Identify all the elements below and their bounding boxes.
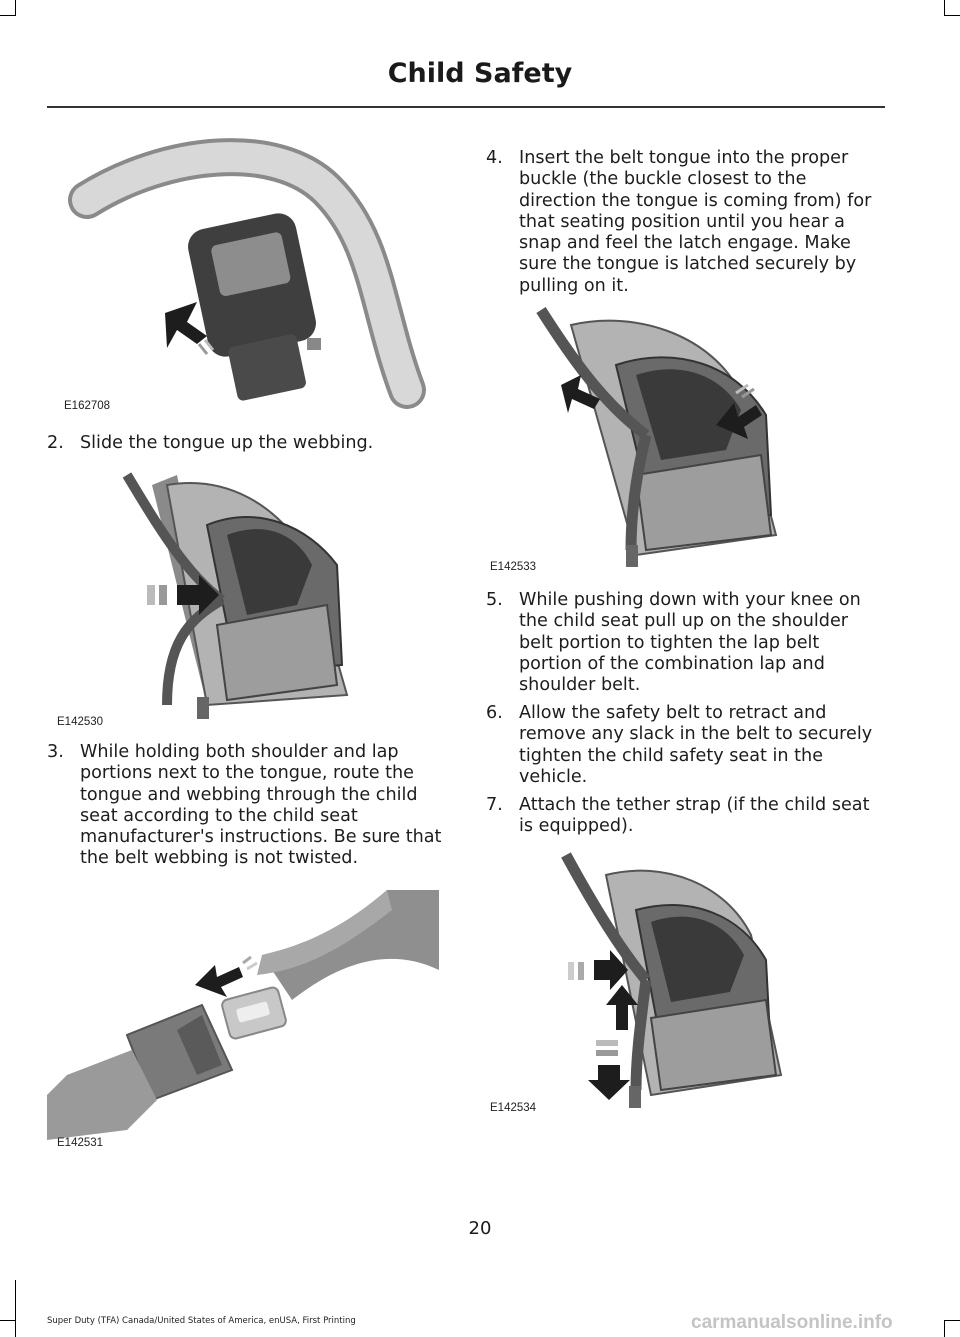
- child-seat-buckle-illustration: [536, 307, 778, 567]
- crop-mark: [944, 1320, 960, 1321]
- crop-mark: [0, 15, 16, 16]
- step-number: 6.: [486, 703, 503, 723]
- step-7: 7. Attach the tether strap (if the child…: [486, 795, 881, 838]
- belt-tongue-illustration: [68, 138, 426, 409]
- step-3: 3. While holding both shoulder and lap p…: [47, 742, 447, 870]
- step-4: 4. Insert the belt tongue into the prope…: [486, 148, 881, 297]
- step-text: While pushing down with your knee on the…: [519, 590, 861, 696]
- step-text: While holding both shoulder and lap port…: [80, 742, 442, 869]
- step-text: Allow the safety belt to retract and rem…: [519, 703, 873, 787]
- step-2: 2. Slide the tongue up the webbing.: [47, 433, 447, 454]
- crop-mark: [944, 1320, 945, 1337]
- step-number: 7.: [486, 795, 503, 815]
- figure-code: E142531: [57, 1137, 104, 1149]
- figure-tighten-belt: E142534: [486, 850, 886, 1118]
- figure-child-seat-tongue: E142530: [47, 465, 447, 730]
- crop-mark: [944, 15, 960, 16]
- step-number: 4.: [486, 148, 503, 168]
- crop-mark: [15, 1280, 16, 1337]
- figure-buckle: E142531: [47, 885, 447, 1150]
- figure-code: E142534: [490, 1102, 537, 1114]
- step-number: 5.: [486, 590, 503, 610]
- watermark: carmanualsonline.info: [691, 1312, 893, 1333]
- figure-code: E142533: [490, 561, 537, 573]
- page-number: 20: [468, 1218, 492, 1239]
- child-seat-tighten-illustration: [561, 852, 783, 1108]
- figure-latch-engage: E142533: [486, 305, 886, 577]
- step-6: 6. Allow the safety belt to retract and …: [486, 703, 881, 788]
- step-number: 3.: [47, 742, 64, 762]
- figure-tongue-on-belt: E162708: [47, 130, 447, 415]
- crop-mark: [944, 0, 945, 16]
- crop-mark: [0, 1320, 16, 1321]
- buckle-illustration: [47, 890, 439, 1140]
- step-text: Insert the belt tongue into the proper b…: [519, 148, 872, 296]
- figure-code: E142530: [57, 716, 104, 728]
- step-5: 5. While pushing down with your knee on …: [486, 590, 881, 696]
- step-number: 2.: [47, 433, 64, 453]
- page-title: Child Safety: [387, 58, 573, 89]
- header-rule: [47, 106, 885, 108]
- child-seat-illustration: [122, 472, 349, 719]
- crop-mark: [15, 0, 16, 16]
- step-text: Slide the tongue up the webbing.: [80, 433, 374, 453]
- step-text: Attach the tether strap (if the child se…: [519, 795, 870, 837]
- footer-text: Super Duty (TFA) Canada/United States of…: [47, 1316, 356, 1326]
- figure-code: E162708: [64, 400, 111, 412]
